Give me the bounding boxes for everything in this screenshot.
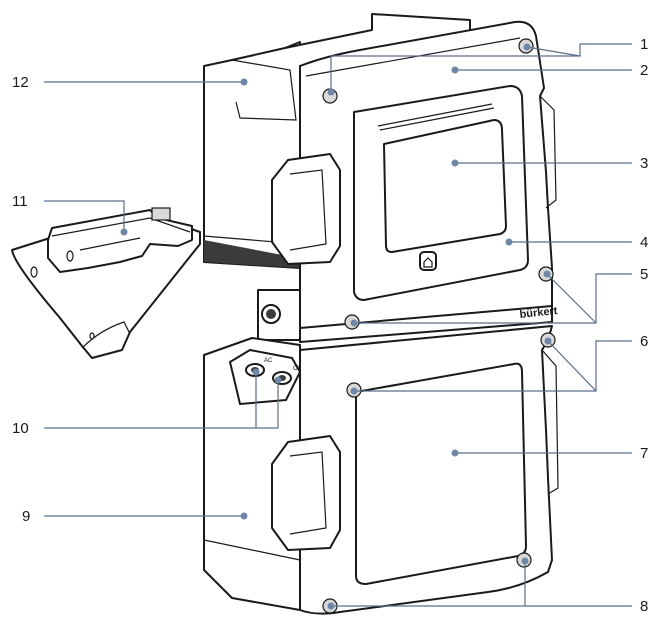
callout-3: 3 (640, 155, 648, 172)
callout-9: 9 (22, 508, 30, 525)
callout-6: 6 (640, 333, 648, 350)
callout-7: 7 (640, 445, 648, 462)
leader-lines (44, 43, 632, 610)
callout-2: 2 (640, 62, 648, 79)
upper-front-cover: bürkert (271, 20, 558, 353)
callout-11: 11 (12, 193, 28, 210)
callout-10: 10 (12, 420, 29, 437)
callout-4: 4 (640, 234, 648, 251)
callout-1: 1 (640, 36, 648, 53)
callout-12: 12 (12, 74, 29, 91)
callout-numbers: 1 2 3 4 5 6 7 8 9 10 11 12 (12, 36, 648, 615)
callout-8: 8 (640, 598, 648, 615)
lower-front-cover (271, 325, 559, 615)
connector-label-ac: AC (264, 358, 273, 364)
callout-5: 5 (640, 266, 648, 283)
wall-bracket (11, 207, 201, 359)
brand-logo: bürkert (519, 305, 558, 321)
